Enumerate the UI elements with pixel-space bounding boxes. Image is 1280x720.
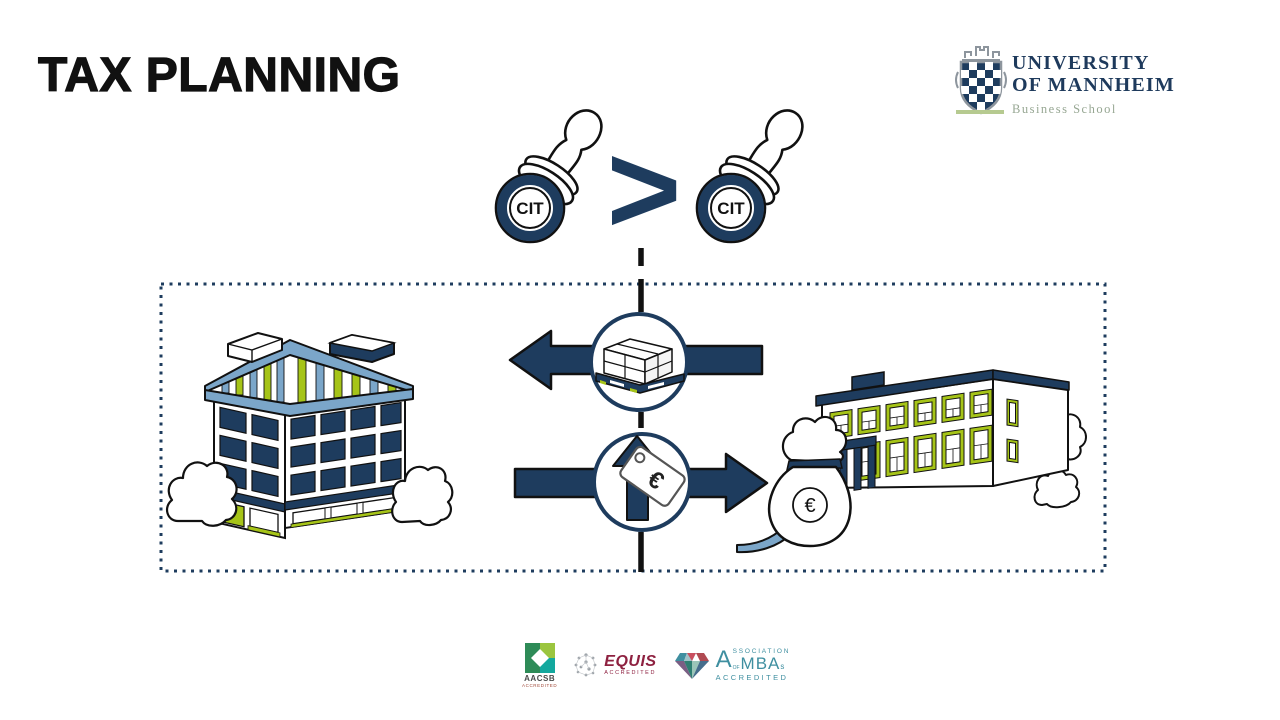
equis-label: EQUIS bbox=[604, 652, 657, 670]
business-school-subtitle: Business School bbox=[1012, 102, 1117, 116]
office-building-icon bbox=[165, 332, 454, 540]
page-title: TAX PLANNING bbox=[37, 48, 401, 102]
logo-green-rule bbox=[956, 110, 1004, 114]
greater-than-operator: > bbox=[607, 118, 682, 261]
university-name: UNIVERSITY OF MANNHEIM bbox=[1012, 52, 1175, 97]
bush-right-icon bbox=[391, 465, 454, 527]
amba-gem-icon bbox=[674, 653, 709, 679]
university-name-line1: UNIVERSITY bbox=[1012, 52, 1150, 74]
university-name-line2: OF MANNHEIM bbox=[1012, 74, 1175, 97]
amba-mba: MBA bbox=[740, 654, 781, 674]
aacsb-sublabel: ACCREDITED bbox=[522, 682, 558, 688]
amba-s: s bbox=[780, 662, 785, 672]
aacsb-icon bbox=[524, 642, 555, 673]
accreditation-logos: AACSB ACCREDITED EQUIS ACCREDITED bbox=[522, 636, 790, 694]
bush-left-icon bbox=[165, 461, 238, 527]
price-increase-tag-icon: € bbox=[592, 432, 692, 532]
equis-sublabel: ACCREDITED bbox=[604, 669, 657, 676]
amba-text: A SSOCIATION OF MBA s ACCREDITED bbox=[716, 648, 791, 682]
rooftop-units bbox=[227, 332, 397, 363]
amba-initial: A bbox=[715, 646, 732, 674]
university-logo: UNIVERSITY OF MANNHEIM Business School bbox=[946, 40, 1196, 126]
cit-stamp-right-label: CIT bbox=[717, 199, 745, 218]
amba-sublabel: ACCREDITED bbox=[715, 673, 789, 683]
subsidiary-building-icon bbox=[815, 369, 1087, 509]
amba-association: SSOCIATION bbox=[732, 647, 791, 655]
cit-stamp-right-icon: CIT bbox=[697, 95, 820, 242]
money-bag-icon: € bbox=[736, 415, 852, 554]
aacsb-logo: AACSB ACCREDITED bbox=[522, 642, 558, 688]
boundary-dashed-box bbox=[159, 282, 1107, 573]
equis-globe-icon bbox=[574, 653, 597, 677]
amba-logo: A SSOCIATION OF MBA s ACCREDITED bbox=[673, 648, 791, 682]
amba-of: OF bbox=[732, 665, 740, 672]
money-bag-currency: € bbox=[804, 495, 815, 517]
equis-logo: EQUIS ACCREDITED bbox=[573, 652, 656, 678]
cit-stamp-left-label: CIT bbox=[516, 199, 544, 218]
aacsb-label: AACSB bbox=[524, 673, 556, 683]
cit-stamp-left-icon: CIT bbox=[496, 95, 619, 242]
goods-pallet-icon bbox=[589, 312, 689, 412]
